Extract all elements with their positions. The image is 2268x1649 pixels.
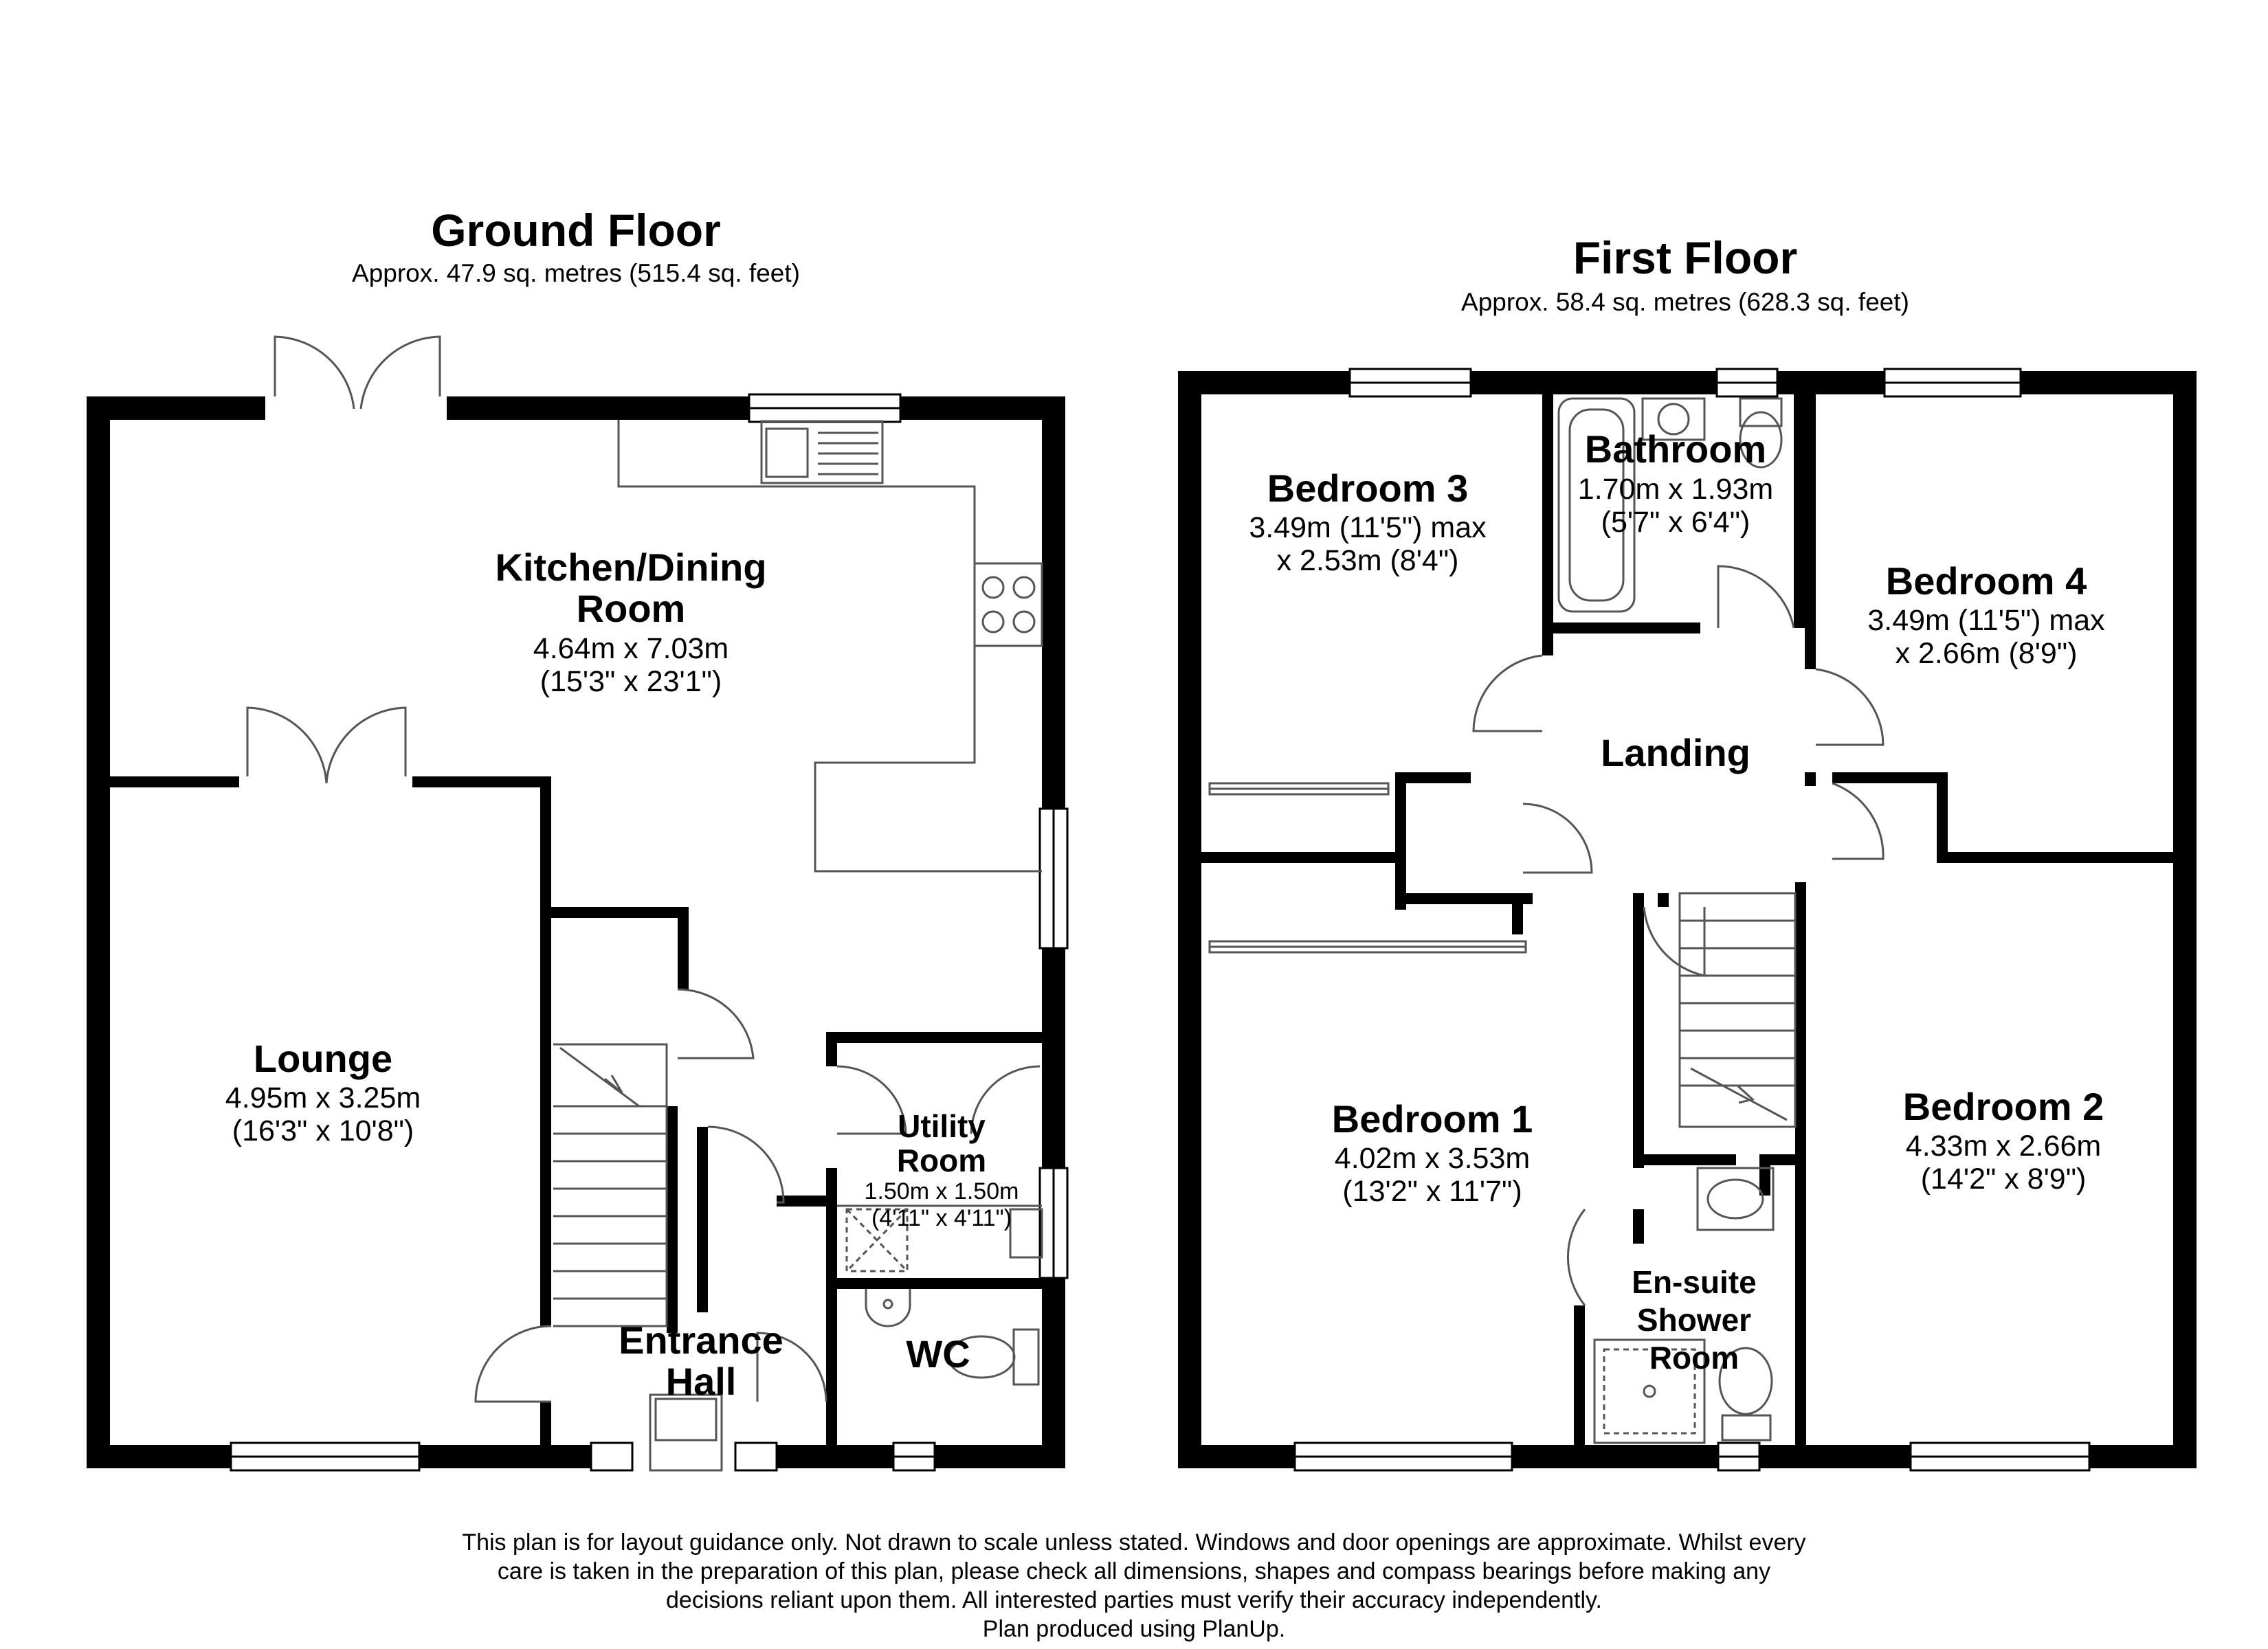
ground-floor-walls [87, 396, 1065, 1468]
entrance-name-line2: Hall [666, 1360, 737, 1403]
lounge-dims-metric: 4.95m x 3.25m [225, 1081, 421, 1114]
landing-label: Landing [1601, 731, 1750, 774]
kitchen-dims-metric: 4.64m x 7.03m [533, 632, 729, 665]
disclaimer-line3: decisions reliant upon them. All interes… [666, 1587, 1602, 1613]
bedroom3-name: Bedroom 3 [1267, 467, 1469, 510]
lounge-dims-imperial: (16'3" x 10'8") [232, 1114, 414, 1147]
first-floor-walls [1178, 371, 2197, 1468]
ground-floor-windows [230, 393, 1069, 1472]
first-floor-title: First Floor [1573, 232, 1797, 283]
ground-floor-area: Approx. 47.9 sq. metres (515.4 sq. feet) [352, 259, 800, 287]
bedroom3-dims-line2: x 2.53m (8'4") [1277, 544, 1459, 577]
entrance-name-line1: Entrance [619, 1319, 783, 1362]
landing-name: Landing [1601, 731, 1750, 774]
ensuite-name-line1: En-suite [1632, 1264, 1756, 1300]
bathroom-name: Bathroom [1585, 427, 1766, 471]
lounge-label: Lounge 4.95m x 3.25m (16'3" x 10'8") [225, 1037, 421, 1147]
utility-dims-imperial: (4'11" x 4'11") [871, 1205, 1012, 1231]
bedroom3-dims-line1: 3.49m (11'5") max [1249, 511, 1487, 544]
bedroom2-dims-imperial: (14'2" x 8'9") [1921, 1163, 2087, 1196]
first-floor-heading: First Floor Approx. 58.4 sq. metres (628… [1461, 232, 1909, 316]
bedroom1-dims-metric: 4.02m x 3.53m [1335, 1142, 1530, 1175]
bathroom-dims-metric: 1.70m x 1.93m [1578, 473, 1773, 506]
first-floor-fixtures [1208, 397, 1885, 1444]
utility-name-line2: Room [897, 1143, 986, 1178]
lounge-name: Lounge [254, 1037, 392, 1080]
utility-dims-metric: 1.50m x 1.50m [865, 1178, 1019, 1204]
disclaimer: This plan is for layout guidance only. N… [462, 1529, 1805, 1642]
first-floor-area: Approx. 58.4 sq. metres (628.3 sq. feet) [1461, 288, 1909, 316]
entrance-hall-label: Entrance Hall [619, 1319, 783, 1403]
ensuite-name-line3: Room [1649, 1340, 1739, 1376]
ground-floor-fixtures [246, 335, 1043, 1472]
bedroom1-dims-imperial: (13'2" x 11'7") [1342, 1175, 1522, 1208]
bedroom4-name: Bedroom 4 [1886, 559, 2087, 603]
first-floor-windows [1293, 368, 2091, 1472]
bedroom2-dims-metric: 4.33m x 2.66m [1906, 1130, 2101, 1163]
kitchen-dims-imperial: (15'3" x 23'1") [540, 665, 722, 698]
ensuite-label: En-suite Shower Room [1632, 1264, 1756, 1376]
ground-floor-title: Ground Floor [431, 205, 721, 256]
ensuite-name-line2: Shower [1637, 1302, 1751, 1338]
bedroom1-name: Bedroom 1 [1332, 1097, 1533, 1141]
utility-name-line1: Utility [898, 1108, 986, 1144]
disclaimer-line2: care is taken in the preparation of this… [498, 1558, 1770, 1584]
disclaimer-line1: This plan is for layout guidance only. N… [462, 1529, 1805, 1556]
bedroom-3-label: Bedroom 3 3.49m (11'5") max x 2.53m (8'4… [1249, 467, 1487, 577]
bedroom-4-label: Bedroom 4 3.49m (11'5") max x 2.66m (8'9… [1867, 559, 2105, 670]
bedroom-2-label: Bedroom 2 4.33m x 2.66m (14'2" x 8'9") [1903, 1085, 2104, 1196]
bathroom-label: Bathroom 1.70m x 1.93m (5'7" x 6'4") [1578, 427, 1773, 539]
bedroom2-name: Bedroom 2 [1903, 1085, 2104, 1128]
bedroom4-dims-line1: 3.49m (11'5") max [1867, 604, 2105, 637]
bedroom4-dims-line2: x 2.66m (8'9") [1895, 637, 2078, 670]
kitchen-dining-label: Kitchen/Dining Room 4.64m x 7.03m (15'3"… [495, 546, 766, 698]
wc-label: WC [906, 1332, 970, 1376]
kitchen-name-line1: Kitchen/Dining [495, 546, 766, 589]
ground-floor-heading: Ground Floor Approx. 47.9 sq. metres (51… [352, 205, 800, 287]
utility-room-label: Utility Room 1.50m x 1.50m (4'11" x 4'11… [865, 1108, 1019, 1231]
disclaimer-line4: Plan produced using PlanUp. [983, 1616, 1285, 1642]
bedroom-1-label: Bedroom 1 4.02m x 3.53m (13'2" x 11'7") [1332, 1097, 1533, 1208]
kitchen-name-line2: Room [577, 587, 686, 630]
bathroom-dims-imperial: (5'7" x 6'4") [1601, 506, 1750, 539]
wc-name: WC [906, 1332, 970, 1376]
